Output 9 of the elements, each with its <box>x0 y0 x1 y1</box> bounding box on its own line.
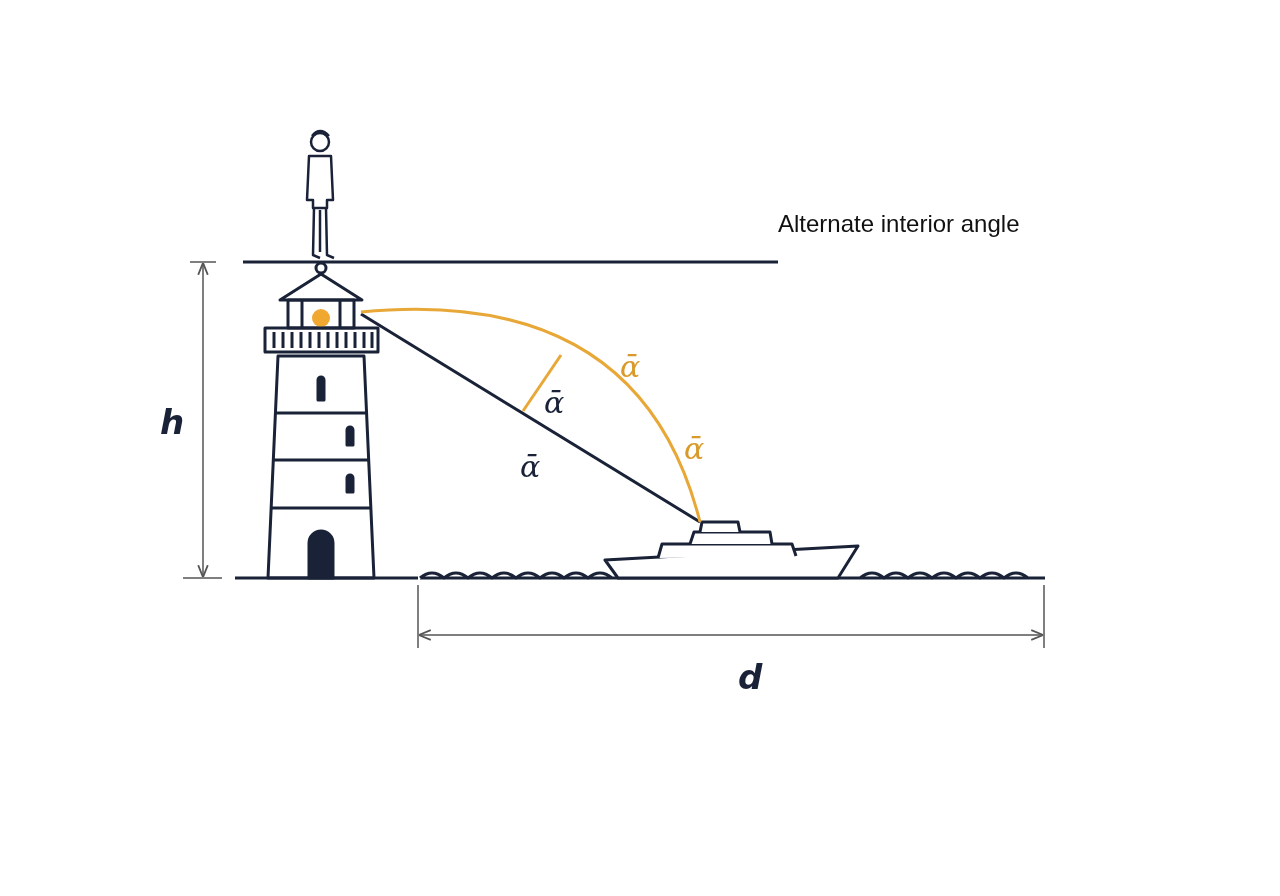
angle-label: ᾱ <box>544 388 565 418</box>
distance-label: d <box>738 660 763 694</box>
boat-drawing <box>603 520 860 580</box>
height-label: h <box>160 405 185 439</box>
lighthouse-drawing <box>263 261 380 580</box>
angle-label: ᾱ <box>684 434 705 464</box>
angle-label: ᾱ <box>520 452 541 482</box>
angle-label: ᾱ <box>620 352 641 382</box>
annotation-text: Alternate interior angle <box>778 212 1020 236</box>
